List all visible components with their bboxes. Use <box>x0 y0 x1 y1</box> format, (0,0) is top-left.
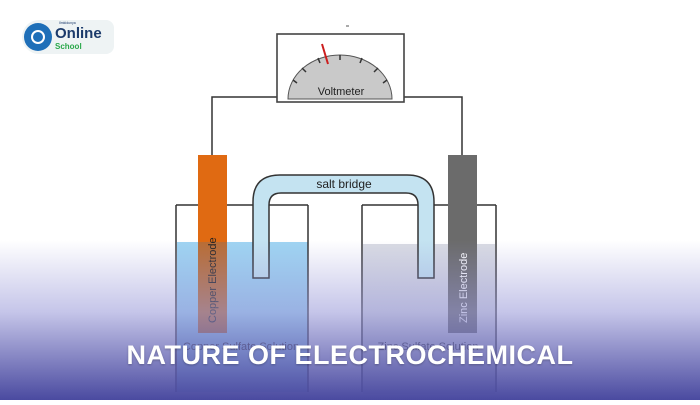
circuit-wires <box>211 96 463 155</box>
voltmeter-label: Voltmeter <box>318 86 365 98</box>
voltmeter-scale-ticks <box>292 55 388 84</box>
copper-electrode-label: Copper Electrode <box>207 237 219 323</box>
tick <box>382 79 388 84</box>
salt-bridge-label: salt bridge <box>316 177 372 191</box>
tick <box>317 57 321 64</box>
tick <box>373 67 379 73</box>
logo: Ilmkidunya Online School <box>22 20 114 54</box>
logo-drop-icon <box>24 23 52 51</box>
voltmeter-needle <box>321 43 329 65</box>
tick <box>359 57 363 64</box>
voltmeter: Voltmeter <box>276 25 405 103</box>
voltmeter-dial <box>287 54 393 100</box>
banner-title: NATURE OF ELECTROCHEMICAL <box>126 340 574 370</box>
logo-sub: School <box>55 42 82 51</box>
right-wire <box>403 96 463 155</box>
tick <box>292 79 298 84</box>
zinc-electrode-label: Zinc Electrode <box>458 253 470 323</box>
logo-brand: Online <box>55 25 102 42</box>
tick <box>301 67 307 73</box>
logo-tagline: Ilmkidunya <box>59 21 76 25</box>
left-wire <box>211 96 278 155</box>
